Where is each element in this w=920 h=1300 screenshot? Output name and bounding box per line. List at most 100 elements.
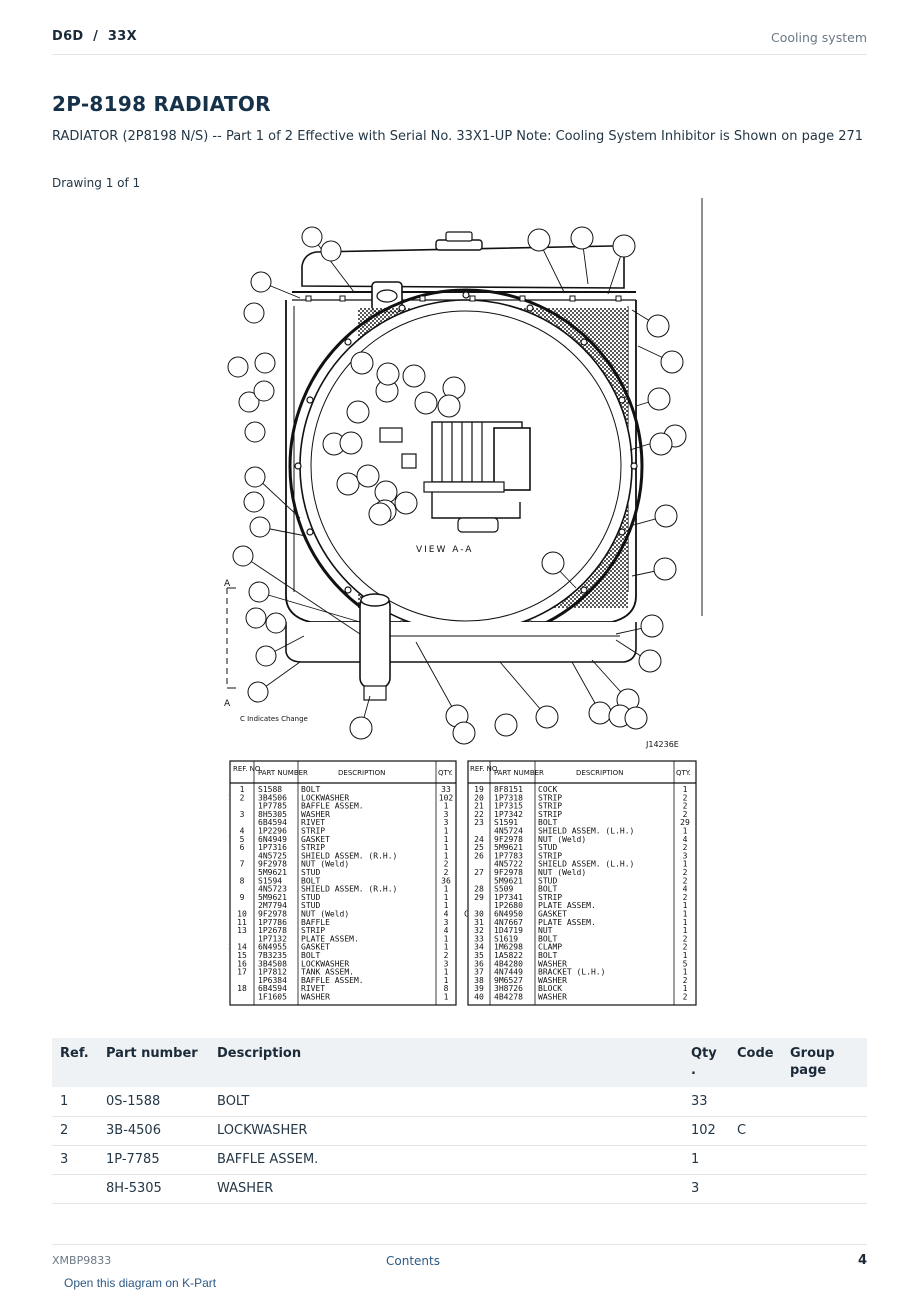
row-description: LOCKWASHER <box>209 1116 683 1146</box>
col-part-number: Part number <box>98 1038 209 1087</box>
row-description: BOLT <box>209 1087 683 1117</box>
row-part-number[interactable]: 1P-7785 <box>98 1145 209 1175</box>
scan-right-qty: 1 <box>683 910 688 919</box>
scan-right-ref: 36 <box>474 959 484 968</box>
scan-left-part: S1594 <box>258 876 282 885</box>
scan-left-desc: RIVET <box>301 818 325 827</box>
table-row[interactable]: 8H-5305 WASHER 3 <box>52 1174 867 1204</box>
row-qty: 1 <box>683 1145 729 1175</box>
scan-right-ref: 33 <box>474 934 484 943</box>
scan-left-qty: 1 <box>444 885 449 894</box>
scan-right-part: S509 <box>494 885 513 894</box>
table-row[interactable]: 2 3B-4506 LOCKWASHER 102 C <box>52 1116 867 1146</box>
scan-right-qty: 2 <box>683 993 688 1002</box>
row-part-number[interactable]: 8H-5305 <box>98 1174 209 1204</box>
document-id: XMBP9833 <box>52 1254 112 1267</box>
row-qty: 3 <box>683 1174 729 1204</box>
scan-left-qty: 1 <box>444 901 449 910</box>
scan-left-desc: SHIELD ASSEM. (R.H.) <box>301 885 397 894</box>
scan-left-part: 2M7794 <box>258 901 287 910</box>
scan-left-ref: 4 <box>240 827 245 836</box>
scan-left-part: 1P7786 <box>258 918 287 927</box>
scan-left-part: 7B3235 <box>258 951 287 960</box>
scan-left-part: 1P7316 <box>258 843 287 852</box>
scan-right-desc: BOLT <box>538 818 557 827</box>
scan-right-ref: 32 <box>474 926 484 935</box>
scan-left-qty: 36 <box>441 876 451 885</box>
scan-right-part: 9F2978 <box>494 868 523 877</box>
col-ref: Ref. <box>52 1038 98 1087</box>
scan-right-desc: NUT <box>538 926 553 935</box>
scan-right-part: S1619 <box>494 934 518 943</box>
scan-header-desc-left: DESCRIPTION <box>338 769 385 777</box>
scan-right-part: 4B4278 <box>494 993 523 1002</box>
view-label: VIEW A-A <box>416 545 473 555</box>
scan-right-qty: 4 <box>683 835 688 844</box>
scan-right-ref: 24 <box>474 835 484 844</box>
row-ref: 2 <box>52 1116 98 1146</box>
scan-left-part: 1P7812 <box>258 968 287 977</box>
scan-left-desc: SHIELD ASSEM. (R.H.) <box>301 851 397 860</box>
scan-right-desc: SHIELD ASSEM. (L.H.) <box>538 827 634 836</box>
scan-right-qty: 2 <box>683 802 688 811</box>
scan-right-qty: 2 <box>683 976 688 985</box>
scan-left-qty: 33 <box>441 785 451 794</box>
inlet-column <box>359 595 391 689</box>
scan-left-ref: 3 <box>240 810 245 819</box>
scan-left-qty: 1 <box>444 968 449 977</box>
scan-right-part: 9M6527 <box>494 976 523 985</box>
row-code: C <box>729 1116 782 1146</box>
scan-left-desc: STRIP <box>301 926 325 935</box>
scan-right-desc: WASHER <box>538 993 567 1002</box>
scan-left-part: 6N4949 <box>258 835 287 844</box>
scan-left-ref: 10 <box>237 910 247 919</box>
scan-left-qty: 1 <box>444 843 449 852</box>
scan-left-qty: 1 <box>444 827 449 836</box>
scan-left-desc: NUT (Weld) <box>301 910 349 919</box>
table-row[interactable]: 1 0S-1588 BOLT 33 <box>52 1087 867 1117</box>
scan-right-qty: 1 <box>683 984 688 993</box>
col-group-page: Group page <box>782 1038 867 1087</box>
scan-left-desc: TANK ASSEM. <box>301 968 354 977</box>
scan-right-desc: BOLT <box>538 934 557 943</box>
scan-right-desc: PLATE ASSEM. <box>538 901 596 910</box>
scan-right-part: 1D4719 <box>494 926 523 935</box>
page-footer: XMBP9833 Contents 4 <box>52 1244 867 1276</box>
scan-left-desc: RIVET <box>301 984 325 993</box>
radiator-diagram[interactable]: A A VIEW A-A C Indicates Change J14236E <box>220 196 710 756</box>
row-description: WASHER <box>209 1174 683 1204</box>
scan-right-part: 5M9621 <box>494 876 523 885</box>
scan-left-desc: BOLT <box>301 785 320 794</box>
scan-right-desc: BOLT <box>538 885 557 894</box>
scan-left-ref: 2 <box>240 793 245 802</box>
col-description: Description <box>209 1038 683 1087</box>
section-name: Cooling system <box>771 30 867 45</box>
open-kpart-link[interactable]: Open this diagram on K-Part <box>64 1276 217 1290</box>
scan-left-desc: BOLT <box>301 951 320 960</box>
scan-left-qty: 1 <box>444 993 449 1002</box>
breadcrumb[interactable]: D6D / 33X <box>52 29 137 44</box>
scan-left-desc: BOLT <box>301 876 320 885</box>
scan-left-ref: 18 <box>237 984 247 993</box>
section-letter-top: A <box>224 579 231 589</box>
drawing-number: J14236E <box>645 740 679 749</box>
scan-left-desc: STUD <box>301 893 320 902</box>
scan-right-part: 4N7667 <box>494 918 523 927</box>
scan-left-desc: BAFFLE ASSEM. <box>301 976 364 985</box>
scan-right-qty: 2 <box>683 876 688 885</box>
col-qty: Qty . <box>683 1038 729 1087</box>
row-part-number[interactable]: 3B-4506 <box>98 1116 209 1146</box>
scan-right-part: S1591 <box>494 818 518 827</box>
scan-left-desc: WASHER <box>301 993 330 1002</box>
scan-header-qty-left: QTY. <box>438 769 453 777</box>
scan-right-ref: 31 <box>474 918 484 927</box>
row-part-number[interactable]: 0S-1588 <box>98 1087 209 1117</box>
scan-right-ref: 37 <box>474 968 484 977</box>
scan-left-qty: 102 <box>439 793 454 802</box>
scan-left-part: 3B4506 <box>258 793 287 802</box>
contents-link[interactable]: Contents <box>386 1254 440 1268</box>
scan-right-qty: 2 <box>683 868 688 877</box>
table-row[interactable]: 3 1P-7785 BAFFLE ASSEM. 1 <box>52 1145 867 1175</box>
scan-left-qty: 2 <box>444 868 449 877</box>
row-qty: 33 <box>683 1087 729 1117</box>
